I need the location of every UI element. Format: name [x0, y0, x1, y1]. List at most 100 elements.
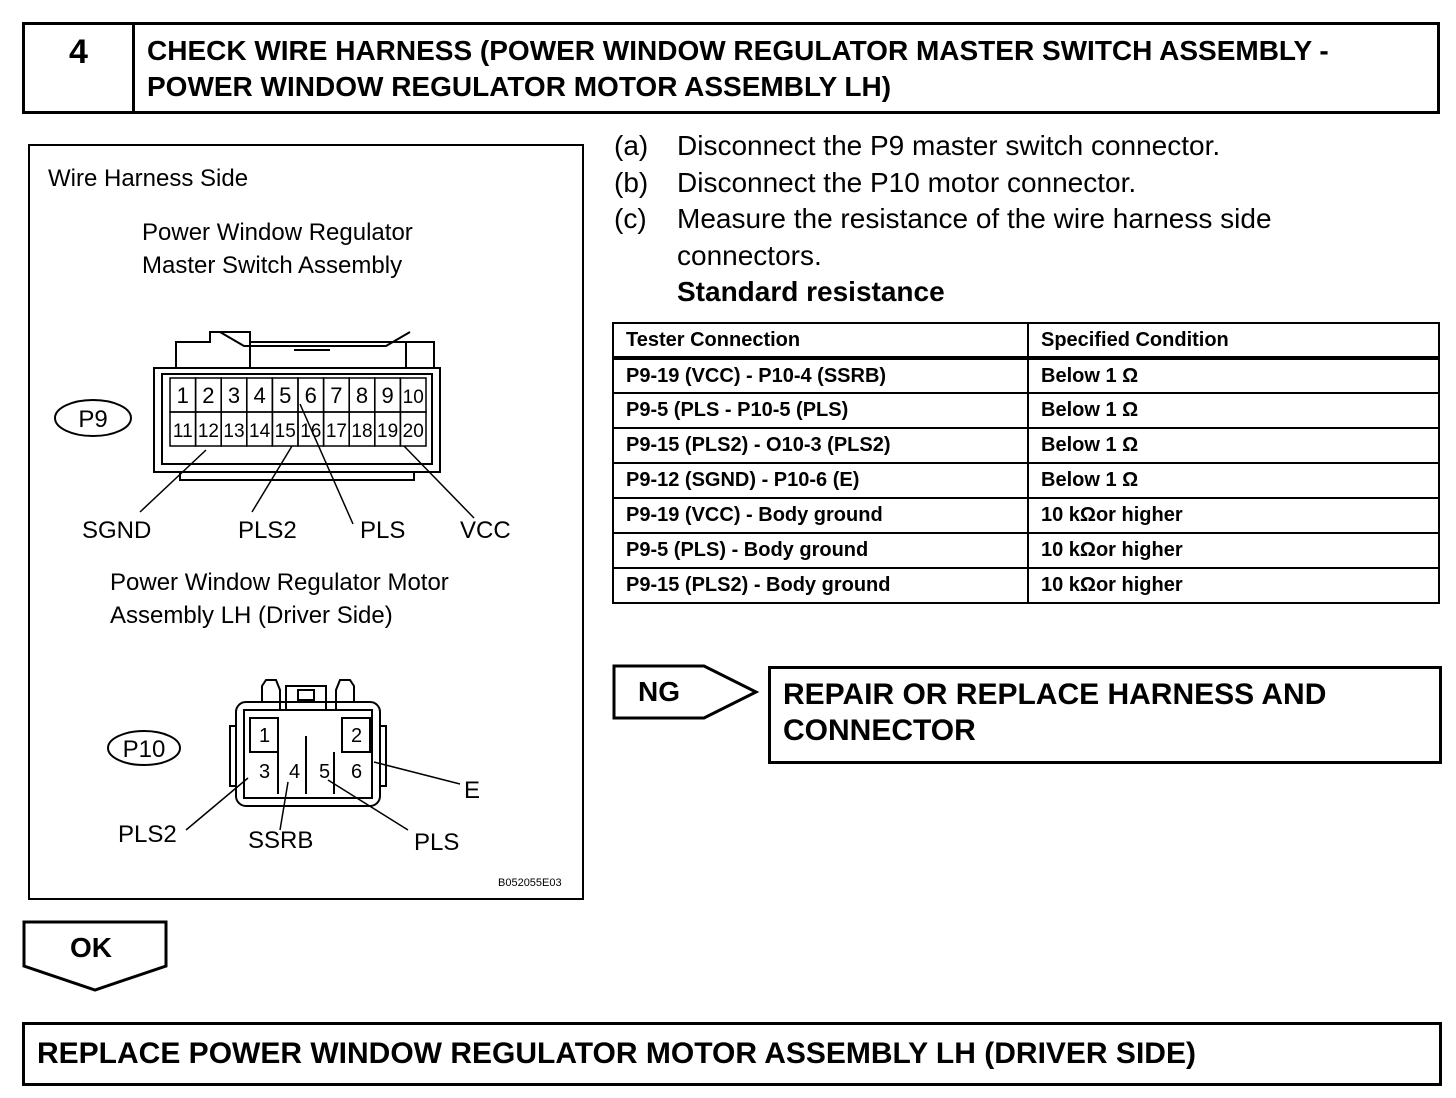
p10-pin-label: 4 [289, 761, 300, 783]
cell-specified-condition: Below 1 Ω [1027, 357, 1440, 394]
cell-tester-connection: P9-19 (VCC) - P10-4 (SSRB) [612, 357, 1029, 394]
p10-connector [229, 679, 387, 807]
p9-pin-label: 15 [275, 421, 296, 442]
p9-pin-label: 6 [305, 383, 317, 408]
cell-specified-condition: Below 1 Ω [1027, 462, 1440, 499]
step-title: CHECK WIRE HARNESS (POWER WINDOW REGULAT… [147, 33, 1427, 105]
p10-title-line2: Assembly LH (Driver Side) [110, 602, 393, 629]
p10-callout-e: E [464, 777, 480, 804]
step-b-letter: (b) [614, 167, 649, 198]
header-tester-connection: Tester Connection [612, 322, 1029, 360]
ng-action-line1: REPAIR OR REPLACE HARNESS AND [783, 678, 1327, 711]
ok-label: OK [70, 932, 112, 963]
p9-title-line1: Power Window Regulator [142, 219, 413, 246]
step-number: 4 [25, 25, 135, 111]
step-title-line2: POWER WINDOW REGULATOR MOTOR ASSEMBLY LH… [147, 71, 892, 102]
p9-pin-label: 9 [381, 383, 393, 408]
p10-leader-lines [185, 761, 461, 831]
step-a-text: Disconnect the P9 master switch connecto… [677, 130, 1221, 161]
p9-pin-label: 16 [300, 421, 321, 442]
p10-pin-label: 3 [259, 761, 270, 783]
figure-code: B052055E03 [498, 877, 562, 889]
p9-leader-lines [139, 403, 475, 525]
table-row: P9-5 (PLS - P10-5 (PLS)Below 1 Ω [612, 392, 1440, 429]
p9-callout-pls2: PLS2 [238, 517, 297, 544]
connector-diagram-svg: Wire Harness Side Power Window Regulator… [48, 165, 562, 889]
cell-tester-connection: P9-19 (VCC) - Body ground [612, 497, 1029, 534]
p9-badge: P9 [54, 399, 132, 437]
p9-callout-pls: PLS [360, 517, 405, 544]
p9-pin-label: 19 [377, 421, 398, 442]
cell-specified-condition: 10 kΩor higher [1027, 532, 1440, 569]
p9-pin-cell [399, 411, 427, 447]
step-b-text: Disconnect the P10 motor connector. [677, 167, 1137, 198]
p9-title-line2: Master Switch Assembly [142, 252, 402, 279]
step-c-letter: (c) [614, 203, 647, 234]
ok-arrow-icon [22, 920, 168, 992]
ok-action-text: REPLACE POWER WINDOW REGULATOR MOTOR ASS… [37, 1037, 1196, 1070]
p9-pin-label: 10 [403, 387, 424, 408]
cell-tester-connection: P9-12 (SGND) - P10-6 (E) [612, 462, 1029, 499]
p10-callout-pls: PLS [414, 829, 459, 856]
p9-pin-label: 17 [326, 421, 347, 442]
step-header: 4 CHECK WIRE HARNESS (POWER WINDOW REGUL… [22, 22, 1440, 114]
p9-pin-label: 7 [330, 383, 342, 408]
table-row: P9-19 (VCC) - P10-4 (SSRB)Below 1 Ω [612, 357, 1440, 394]
p10-pin-label: 1 [259, 725, 270, 747]
ng-label: NG [638, 676, 680, 707]
step-c-text-cont: connectors. [677, 240, 822, 271]
cell-tester-connection: P9-5 (PLS) - Body ground [612, 532, 1029, 569]
p9-pin-label: 13 [223, 421, 244, 442]
p10-pin-label: 2 [351, 725, 362, 747]
p9-pin-label: 18 [351, 421, 372, 442]
p9-pin-label: 11 [173, 421, 193, 442]
p10-callout-ssrb: SSRB [248, 827, 313, 854]
p10-label: P10 [123, 736, 166, 763]
connector-diagram: Wire Harness Side Power Window Regulator… [28, 144, 584, 900]
p9-callout-sgnd: SGND [82, 517, 151, 544]
standard-resistance-heading: Standard resistance [677, 276, 945, 307]
ok-action-box: REPLACE POWER WINDOW REGULATOR MOTOR ASS… [22, 1022, 1442, 1086]
p9-pin-label: 3 [228, 383, 240, 408]
ng-action-text: REPAIR OR REPLACE HARNESS AND CONNECTOR [783, 677, 1423, 749]
p9-callout-vcc: VCC [460, 517, 511, 544]
p9-pin-label: 12 [198, 421, 219, 442]
ng-arrow-icon [612, 664, 760, 720]
p10-badge: P10 [107, 730, 181, 766]
p9-pin-label: 5 [279, 383, 291, 408]
cell-specified-condition: Below 1 Ω [1027, 392, 1440, 429]
cell-tester-connection: P9-15 (PLS2) - O10-3 (PLS2) [612, 427, 1029, 464]
table-header-row: Tester Connection Specified Condition [612, 322, 1440, 360]
p9-pin-label: 20 [403, 421, 424, 442]
p9-pin-label: 2 [202, 383, 214, 408]
cell-specified-condition: 10 kΩor higher [1027, 567, 1440, 604]
cell-specified-condition: Below 1 Ω [1027, 427, 1440, 464]
p9-pin-label: 1 [177, 383, 189, 408]
resistance-table: Tester Connection Specified Condition P9… [612, 322, 1440, 604]
diagram-heading: Wire Harness Side [48, 165, 248, 192]
p9-pin-label: 4 [253, 383, 265, 408]
step-c-text: Measure the resistance of the wire harne… [677, 203, 1272, 234]
p10-callout-pls2: PLS2 [118, 821, 177, 848]
ng-action-line2: CONNECTOR [783, 714, 976, 747]
ng-action-box: REPAIR OR REPLACE HARNESS AND CONNECTOR [768, 666, 1442, 764]
cell-tester-connection: P9-5 (PLS - P10-5 (PLS) [612, 392, 1029, 429]
step-title-line1: CHECK WIRE HARNESS (POWER WINDOW REGULAT… [147, 35, 1329, 66]
cell-specified-condition: 10 kΩor higher [1027, 497, 1440, 534]
cell-tester-connection: P9-15 (PLS2) - Body ground [612, 567, 1029, 604]
p9-label: P9 [78, 406, 107, 433]
p10-pin-label: 6 [351, 761, 362, 783]
table-row: P9-15 (PLS2) - O10-3 (PLS2)Below 1 Ω [612, 427, 1440, 464]
p9-pin-label: 14 [249, 421, 271, 442]
table-row: P9-12 (SGND) - P10-6 (E)Below 1 Ω [612, 462, 1440, 499]
step-a-letter: (a) [614, 130, 649, 161]
p9-pin-label: 8 [356, 383, 368, 408]
p10-title-line1: Power Window Regulator Motor [110, 569, 449, 596]
header-specified-condition: Specified Condition [1027, 322, 1440, 360]
